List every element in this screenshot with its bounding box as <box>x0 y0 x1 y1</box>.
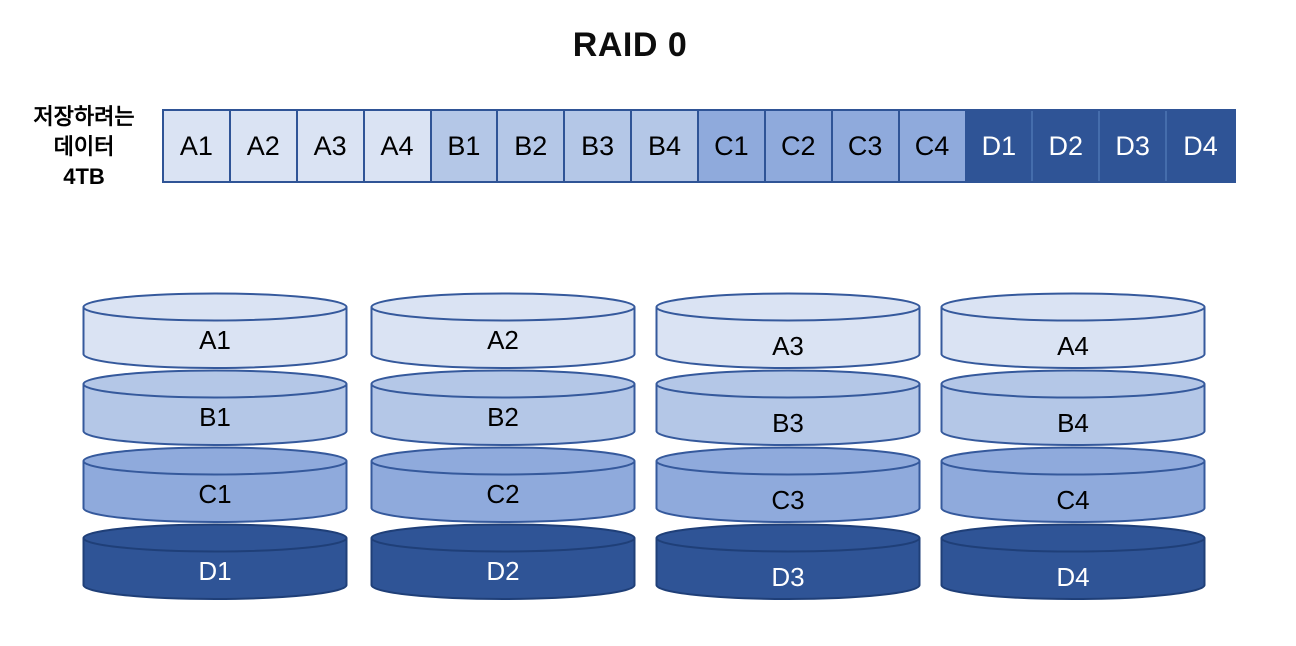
stripe-cell: D3 <box>1100 111 1168 181</box>
disk-platter: B4 <box>940 369 1206 449</box>
stripe-cell: B1 <box>431 111 499 181</box>
disk-platter: A2 <box>370 292 636 372</box>
cylinder-shape <box>370 369 636 446</box>
cylinder-shape <box>82 523 348 600</box>
disk-stack-1: A1 B1 C1 D1 <box>82 290 348 620</box>
source-data-label-line1: 저장하려는 <box>33 104 135 129</box>
disk-platter: C1 <box>82 446 348 526</box>
disk-platter: B3 <box>655 369 921 449</box>
stripe-cell: B3 <box>565 111 633 181</box>
cylinder-shape <box>940 369 1206 446</box>
disk-stack-3: A3 B3 C3 D3 <box>655 290 921 620</box>
source-data-label-line3: 4TB <box>63 164 105 189</box>
cylinder-shape <box>940 523 1206 600</box>
disk-platter: D4 <box>940 523 1206 603</box>
cylinder-shape <box>940 446 1206 523</box>
disk-platter: B1 <box>82 369 348 449</box>
disk-platter: D1 <box>82 523 348 603</box>
disk-platter: A4 <box>940 292 1206 372</box>
stripe-cell: D4 <box>1167 111 1234 181</box>
cylinder-shape <box>370 446 636 523</box>
disk-platter: A3 <box>655 292 921 372</box>
disk-platter: B2 <box>370 369 636 449</box>
cylinder-shape <box>655 292 921 369</box>
cylinder-shape <box>655 369 921 446</box>
page-title: RAID 0 <box>572 26 688 64</box>
stripe-cell: C1 <box>699 111 766 181</box>
disk-platter: C3 <box>655 446 921 526</box>
cylinder-shape <box>655 446 921 523</box>
stripe-cell: A3 <box>297 111 365 181</box>
disk-platter: D3 <box>655 523 921 603</box>
cylinder-shape <box>655 523 921 600</box>
stripe-cell: A1 <box>164 111 231 181</box>
disk-platter: C2 <box>370 446 636 526</box>
stripe-cell: B4 <box>632 111 699 181</box>
stripe-cell: D1 <box>966 111 1034 181</box>
stripe-cell: C4 <box>899 111 967 181</box>
cylinder-shape <box>370 523 636 600</box>
stripe-cell: A2 <box>230 111 298 181</box>
stripe-cell: C2 <box>765 111 833 181</box>
disk-stack-2: A2 B2 C2 D2 <box>370 290 636 620</box>
data-stripe-bar: A1 A2 A3 A4 B1 B2 B3 B4 C1 C2 C3 C4 D1 D… <box>162 109 1236 183</box>
cylinder-shape <box>370 292 636 369</box>
cylinder-shape <box>82 446 348 523</box>
disk-platter: C4 <box>940 446 1206 526</box>
cylinder-shape <box>940 292 1206 369</box>
source-data-label-line2: 데이터 <box>53 134 115 159</box>
stripe-cell: B2 <box>498 111 566 181</box>
disk-stack-4: A4 B4 C4 D4 <box>940 290 1206 620</box>
cylinder-shape <box>82 292 348 369</box>
stripe-cell: D2 <box>1033 111 1101 181</box>
source-data-label: 저장하려는 데이터 4TB <box>6 102 162 192</box>
stripe-cell: A4 <box>364 111 432 181</box>
disk-platter: A1 <box>82 292 348 372</box>
cylinder-shape <box>82 369 348 446</box>
disk-platter: D2 <box>370 523 636 603</box>
stripe-cell: C3 <box>832 111 900 181</box>
